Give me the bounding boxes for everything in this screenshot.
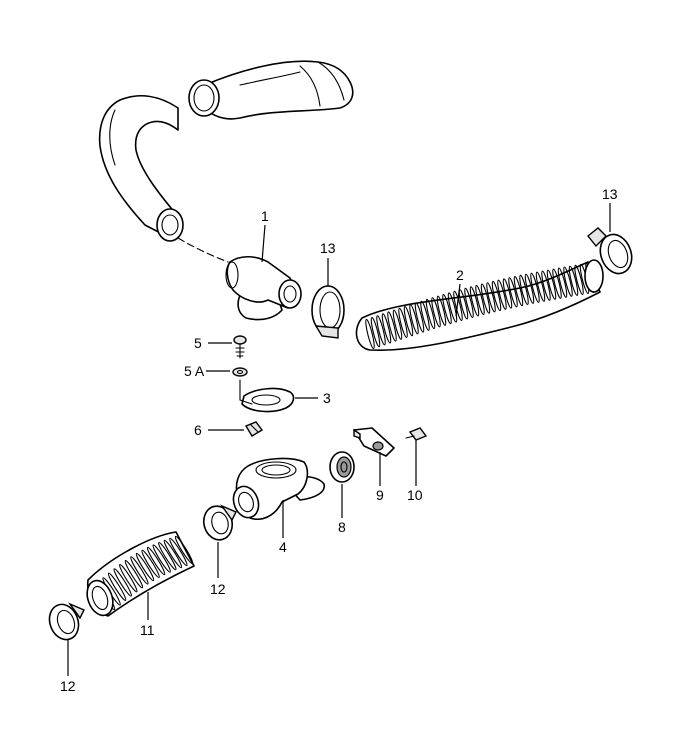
part-12-hose-clamp-left <box>48 602 85 641</box>
hose-rib <box>447 292 458 323</box>
hose-rib <box>541 270 551 301</box>
hose-rib <box>557 267 568 298</box>
hose-rib <box>420 300 430 331</box>
hose-rib <box>508 277 518 308</box>
callout-2: 2 <box>456 267 464 283</box>
part-13-hose-clamp-middle <box>311 285 345 339</box>
part-3-bracket <box>239 379 295 413</box>
bent-hose <box>98 95 184 242</box>
part-1-elbow-connector <box>225 255 302 321</box>
hose-rib <box>169 537 188 567</box>
hose-rib <box>574 264 584 296</box>
hose-rib <box>497 279 507 310</box>
callout-13-middle: 13 <box>320 240 336 256</box>
hose-rib <box>568 265 579 296</box>
hose-rib <box>491 280 502 312</box>
callout-labels: 1 2 3 4 5 5 A 6 8 9 10 11 12 12 13 13 <box>60 186 618 694</box>
callout-9: 9 <box>376 487 384 503</box>
assembly-line <box>177 237 229 263</box>
hose-rib <box>163 539 183 569</box>
hose-rib <box>113 568 132 597</box>
hose-rib <box>486 282 496 313</box>
callout-8: 8 <box>338 519 346 535</box>
hose-rib <box>107 572 127 601</box>
hose-rib <box>141 549 160 579</box>
part-8-grommet <box>329 451 355 483</box>
hose-rib <box>513 275 524 307</box>
hose-rib <box>376 315 386 346</box>
hose-rib <box>158 541 177 571</box>
hose-rib <box>119 564 138 593</box>
hose-rib <box>409 304 419 335</box>
hose-rib <box>381 313 392 344</box>
callout-13-right: 13 <box>602 186 618 202</box>
callout-3: 3 <box>323 390 331 406</box>
callout-5: 5 <box>194 335 202 351</box>
hose-rib <box>152 544 171 573</box>
hose-rib <box>469 286 480 317</box>
hose-rib <box>146 546 166 576</box>
hose-rib <box>414 302 425 333</box>
part-2-flexible-hose <box>355 259 604 352</box>
hose-rib <box>524 273 535 304</box>
part-5a-washer <box>232 367 248 377</box>
hose-rib <box>398 307 408 339</box>
hose-rib <box>530 272 540 303</box>
part-13-hose-clamp-right <box>587 227 633 275</box>
part-12-hose-clamp-middle <box>202 504 237 541</box>
callout-1: 1 <box>261 208 269 224</box>
hose-rib <box>135 552 155 582</box>
part-5-screw <box>233 335 247 359</box>
callout-11: 11 <box>140 622 155 638</box>
hose-rib <box>425 298 436 330</box>
callout-4: 4 <box>279 539 287 555</box>
hose-rib <box>370 316 381 348</box>
part-9-holder <box>353 427 395 457</box>
hose-rib <box>546 269 557 300</box>
hose-rib <box>124 560 144 589</box>
callout-10: 10 <box>407 487 423 503</box>
part-6-clip <box>244 421 264 437</box>
hose-rib <box>563 266 573 297</box>
callout-12-left: 12 <box>60 678 76 694</box>
hose-rib <box>535 271 546 302</box>
callout-6: 6 <box>194 422 202 438</box>
hose-rib <box>442 293 452 325</box>
hose-rib <box>519 274 529 306</box>
leader-lines <box>67 203 611 676</box>
hose-rib <box>552 268 562 299</box>
hose-rib <box>502 278 513 309</box>
hose-rib <box>365 318 375 350</box>
hose-rib <box>464 287 474 319</box>
callout-5a: 5 A <box>184 363 205 379</box>
hose-rib <box>475 284 485 316</box>
hose-rib <box>480 283 491 314</box>
hose-rib <box>453 290 463 322</box>
part-10-bolt <box>405 427 428 441</box>
hose-rib <box>387 311 397 342</box>
hose-rib <box>130 556 149 585</box>
part-4-elbow-housing <box>232 457 325 520</box>
hose-rib <box>431 297 441 328</box>
callout-12-middle: 12 <box>210 581 226 597</box>
hose-rib <box>403 305 414 337</box>
hose-rib <box>436 295 447 326</box>
hose-rib <box>392 309 403 340</box>
hose-rib <box>174 535 194 565</box>
part-11-flexible-hose <box>86 531 195 617</box>
upper-air-duct-outlet <box>188 60 354 120</box>
